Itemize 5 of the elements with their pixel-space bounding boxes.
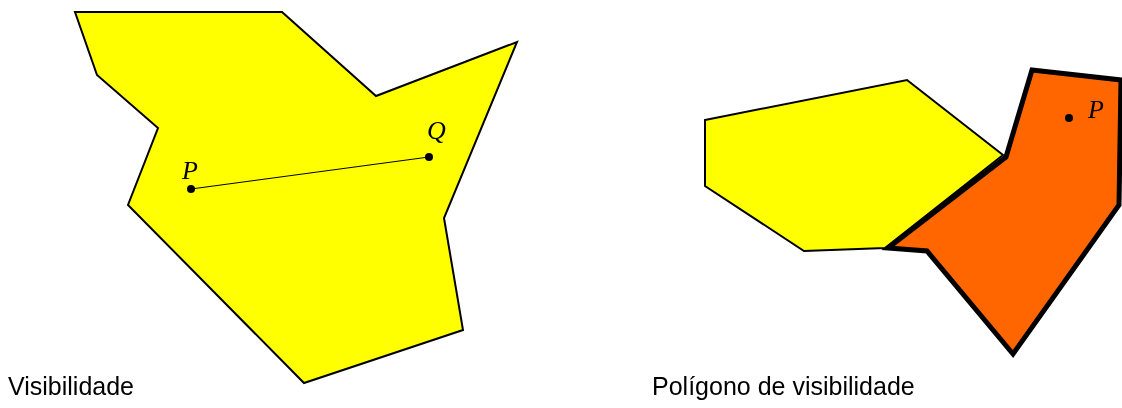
point-label: Q	[427, 118, 446, 144]
point-label: P	[182, 158, 198, 184]
caption-text: Polígono de visibilidade	[652, 372, 915, 401]
point-label: P	[1088, 97, 1104, 123]
caption-text: Visibilidade	[8, 372, 134, 401]
